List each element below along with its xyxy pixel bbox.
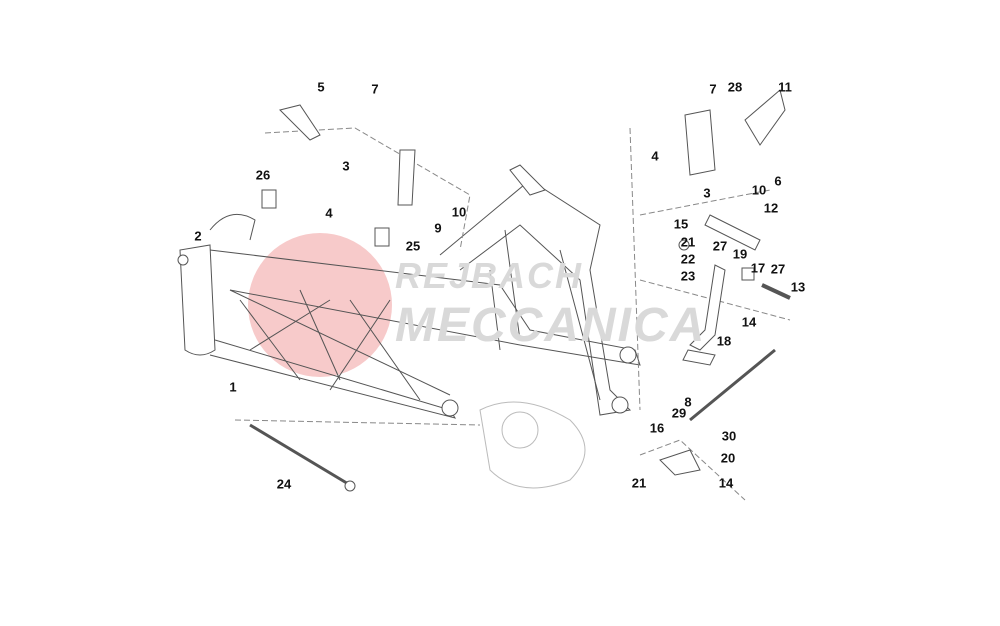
callout-label: 14 [718,475,734,491]
callout-label: 23 [680,268,696,284]
callout-label: 25 [405,238,421,254]
callout-label: 9 [434,220,442,236]
callout-label: 8 [684,394,692,410]
callout-label: 20 [720,450,736,466]
callout-label: 15 [673,216,689,232]
callout-label: 4 [325,205,333,221]
callout-label: 10 [451,204,467,220]
watermark-line1: REJBACH [395,255,584,296]
callout-label: 17 [750,260,766,276]
callout-label: 21 [680,234,696,250]
callout-label: 21 [631,475,647,491]
callout-label: 1 [229,379,237,395]
watermark-logo-circle [248,233,392,377]
callout-label: 29 [671,405,687,421]
callout-label: 3 [703,185,711,201]
callout-label: 22 [680,251,696,267]
callout-label: 2 [194,228,202,244]
callout-label: 30 [721,428,737,444]
callout-label: 5 [317,79,325,95]
callout-label: 11 [778,79,792,95]
callout-label: 7 [371,81,379,97]
watermark-line2: MECCANICA [395,299,707,352]
callout-label: 24 [276,476,292,492]
callout-label: 28 [727,79,743,95]
callout-label: 7 [709,81,717,97]
callout-label: 27 [712,238,728,254]
callout-label: 14 [741,314,757,330]
callout-label: 13 [790,279,806,295]
callout-label: 6 [774,173,782,189]
callout-label: 18 [716,333,732,349]
callout-label: 3 [342,158,350,174]
callout-label: 26 [255,167,271,183]
callout-label: 19 [732,246,748,262]
callout-label: 12 [763,200,779,216]
frame-lines [177,89,791,501]
callout-label: 4 [651,148,659,164]
callout-label: 16 [649,420,665,436]
callout-label: 10 [751,182,767,198]
callout-label: 27 [770,261,786,277]
